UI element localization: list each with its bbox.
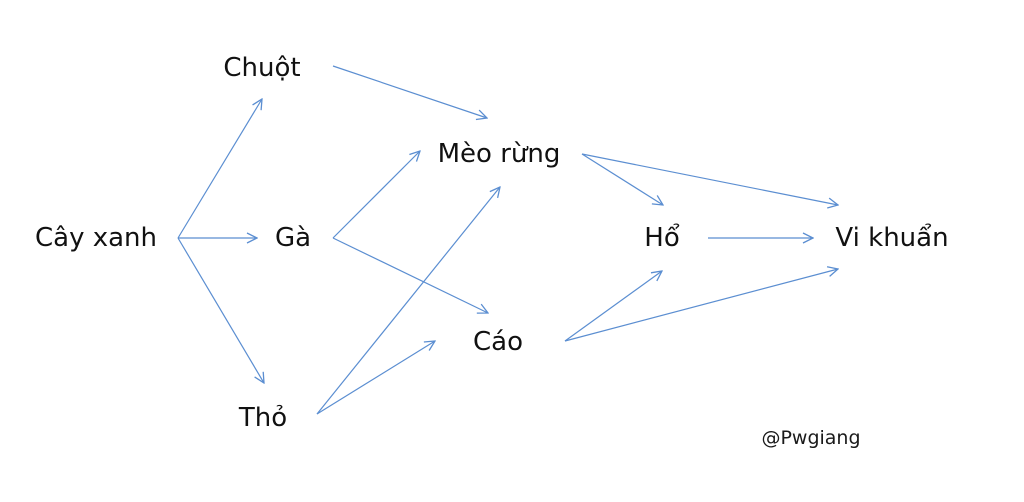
arrow-cao-to-ho bbox=[564, 271, 662, 342]
node-cao: Cáo bbox=[473, 327, 523, 357]
node-ga: Gà bbox=[274, 223, 312, 253]
arrow-tho-to-meo-rung bbox=[316, 187, 500, 415]
node-ho: Hổ bbox=[644, 223, 680, 253]
arrow-cao-to-vi-khuan bbox=[564, 269, 838, 342]
node-meo-rung: Mèo rừng bbox=[437, 139, 561, 169]
arrow-cay-xanh-to-chuot bbox=[177, 99, 262, 239]
node-vi-khuan: Vi khuẩn bbox=[835, 223, 949, 253]
arrow-tho-to-cao bbox=[316, 341, 435, 415]
arrow-cay-xanh-to-tho bbox=[177, 237, 264, 383]
arrow-ga-to-cao bbox=[332, 237, 488, 313]
arrow-ga-to-meo-rung bbox=[332, 151, 420, 239]
arrow-chuot-to-meo-rung bbox=[332, 65, 487, 118]
node-tho: Thỏ bbox=[238, 403, 288, 433]
arrow-meo-rung-to-vi-khuan bbox=[581, 153, 838, 205]
watermark-text: @Pwgiang bbox=[761, 427, 861, 449]
arrow-meo-rung-to-ho bbox=[581, 153, 663, 205]
arrows-layer bbox=[177, 65, 838, 415]
node-cay-xanh: Cây xanh bbox=[34, 223, 158, 253]
node-chuot: Chuột bbox=[223, 53, 301, 83]
